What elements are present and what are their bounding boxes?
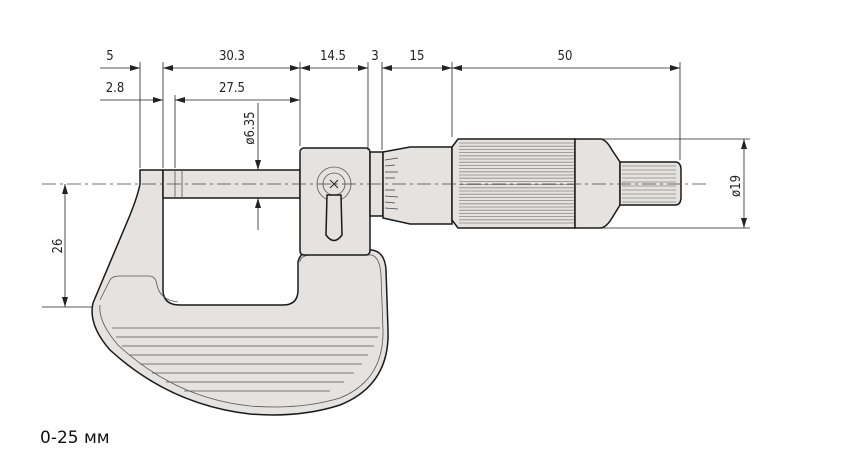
dim-5: 5 <box>106 49 113 64</box>
range-caption: 0-25 мм <box>40 428 110 448</box>
grip-lines <box>112 327 380 392</box>
dimension-lines <box>62 65 747 307</box>
thimble[interactable] <box>451 138 576 229</box>
dim-thimble-diameter: ø19 <box>729 175 744 197</box>
dim-27-5: 27.5 <box>219 81 245 96</box>
dim-2-8: 2.8 <box>106 81 125 96</box>
extension-lines <box>42 62 750 308</box>
dim-15: 15 <box>410 49 425 64</box>
dim-30-3: 30.3 <box>219 49 245 64</box>
dim-spindle-diameter: ø6.35 <box>243 111 258 144</box>
dim-50: 50 <box>558 49 573 64</box>
dim-3: 3 <box>371 49 378 64</box>
spindle-lock-block <box>299 147 371 256</box>
dim-14-5: 14.5 <box>320 49 346 64</box>
sleeve <box>369 146 453 225</box>
frame <box>91 169 389 416</box>
dim-26: 26 <box>51 239 66 254</box>
ratchet-stop[interactable] <box>574 138 682 229</box>
lock-lever[interactable] <box>325 194 343 242</box>
